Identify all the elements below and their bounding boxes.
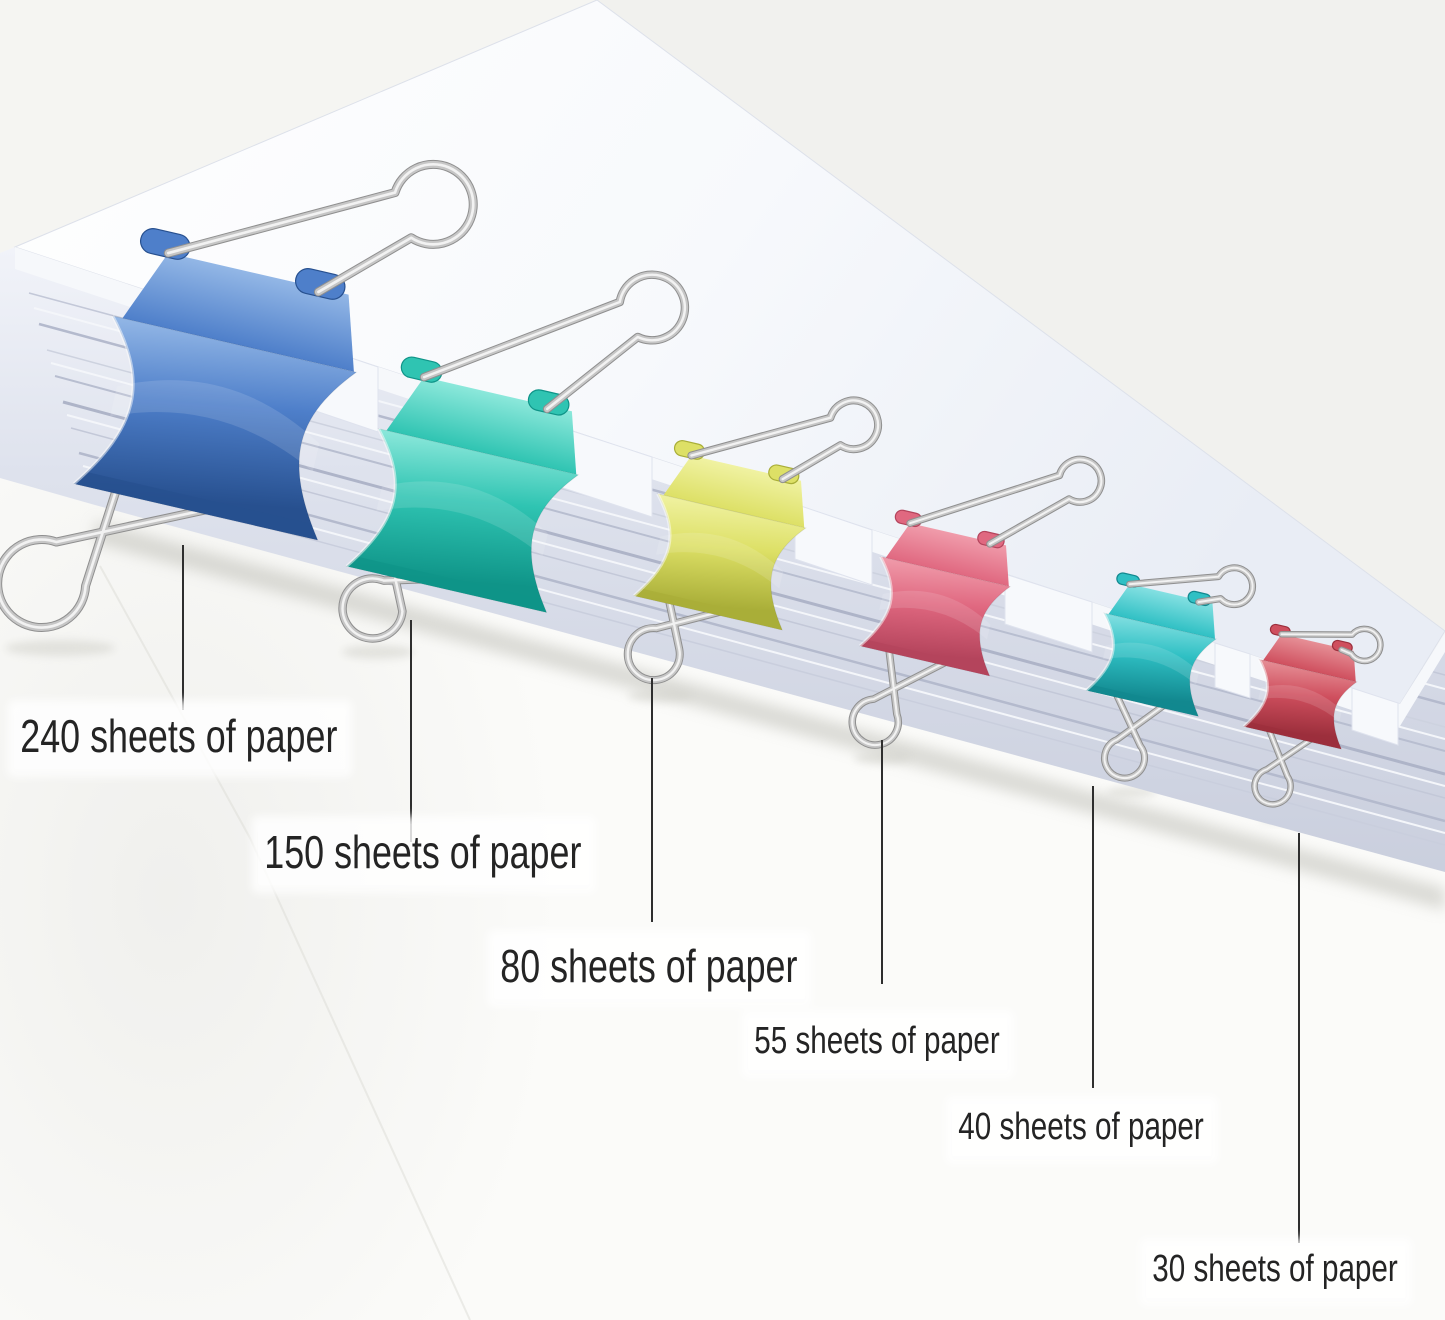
- clip-bottom-lip: [634, 588, 783, 630]
- clip-bottom-lip: [73, 472, 318, 541]
- binder-clip-80: [623, 396, 883, 685]
- clip-sheen: [1258, 685, 1342, 722]
- background-shading: [0, 470, 560, 1320]
- capacity-label-40-text: 40 sheets of paper: [958, 1106, 1204, 1148]
- clip-sheen: [655, 532, 784, 589]
- stack-shadow: [95, 521, 1445, 910]
- binder-clip-55: [848, 455, 1106, 749]
- capacity-label-150-text: 150 sheets of paper: [264, 826, 582, 878]
- binder-clip-30: [1242, 623, 1384, 808]
- capacity-label-55-text: 55 sheets of paper: [754, 1020, 1000, 1062]
- capacity-label-30: 30 sheets of paper: [1146, 1246, 1406, 1298]
- capacity-label-80: 80 sheets of paper: [494, 938, 806, 999]
- clip-bottom-lip: [346, 556, 547, 613]
- clip-bottom-lip: [1243, 721, 1342, 750]
- capacity-label-40: 40 sheets of paper: [952, 1104, 1212, 1156]
- clip-sheen: [879, 590, 991, 640]
- leader-lines: [182, 545, 1300, 1243]
- clip-edge-highlight: [72, 315, 135, 485]
- clip-bottom-lip: [1086, 684, 1199, 717]
- clip-edge-highlight: [858, 555, 893, 648]
- capacity-label-240: 240 sheets of paper: [14, 708, 346, 769]
- capacity-label-240-text: 240 sheets of paper: [20, 710, 338, 762]
- capacity-label-150: 150 sheets of paper: [258, 824, 590, 885]
- capacity-label-30-text: 30 sheets of paper: [1152, 1248, 1398, 1290]
- capacity-label-55: 55 sheets of paper: [748, 1018, 1008, 1070]
- clip-edge-highlight: [1085, 612, 1115, 692]
- clip-edge-highlight: [1242, 658, 1269, 728]
- clip-bottom-lip: [859, 639, 990, 676]
- binder-clip-150: [338, 270, 690, 643]
- binder-clip-240: [0, 159, 478, 633]
- table-seam: [99, 565, 471, 1320]
- binder-clips: [0, 159, 1384, 808]
- clip-edge-highlight: [345, 427, 397, 568]
- clip-sheen: [1102, 642, 1200, 685]
- clip-sheen: [110, 380, 320, 472]
- binder-clip-40: [1085, 564, 1256, 782]
- wire-shadows: [5, 640, 1304, 823]
- capacity-label-80-text: 80 sheets of paper: [500, 940, 798, 992]
- clip-sheen: [376, 481, 548, 557]
